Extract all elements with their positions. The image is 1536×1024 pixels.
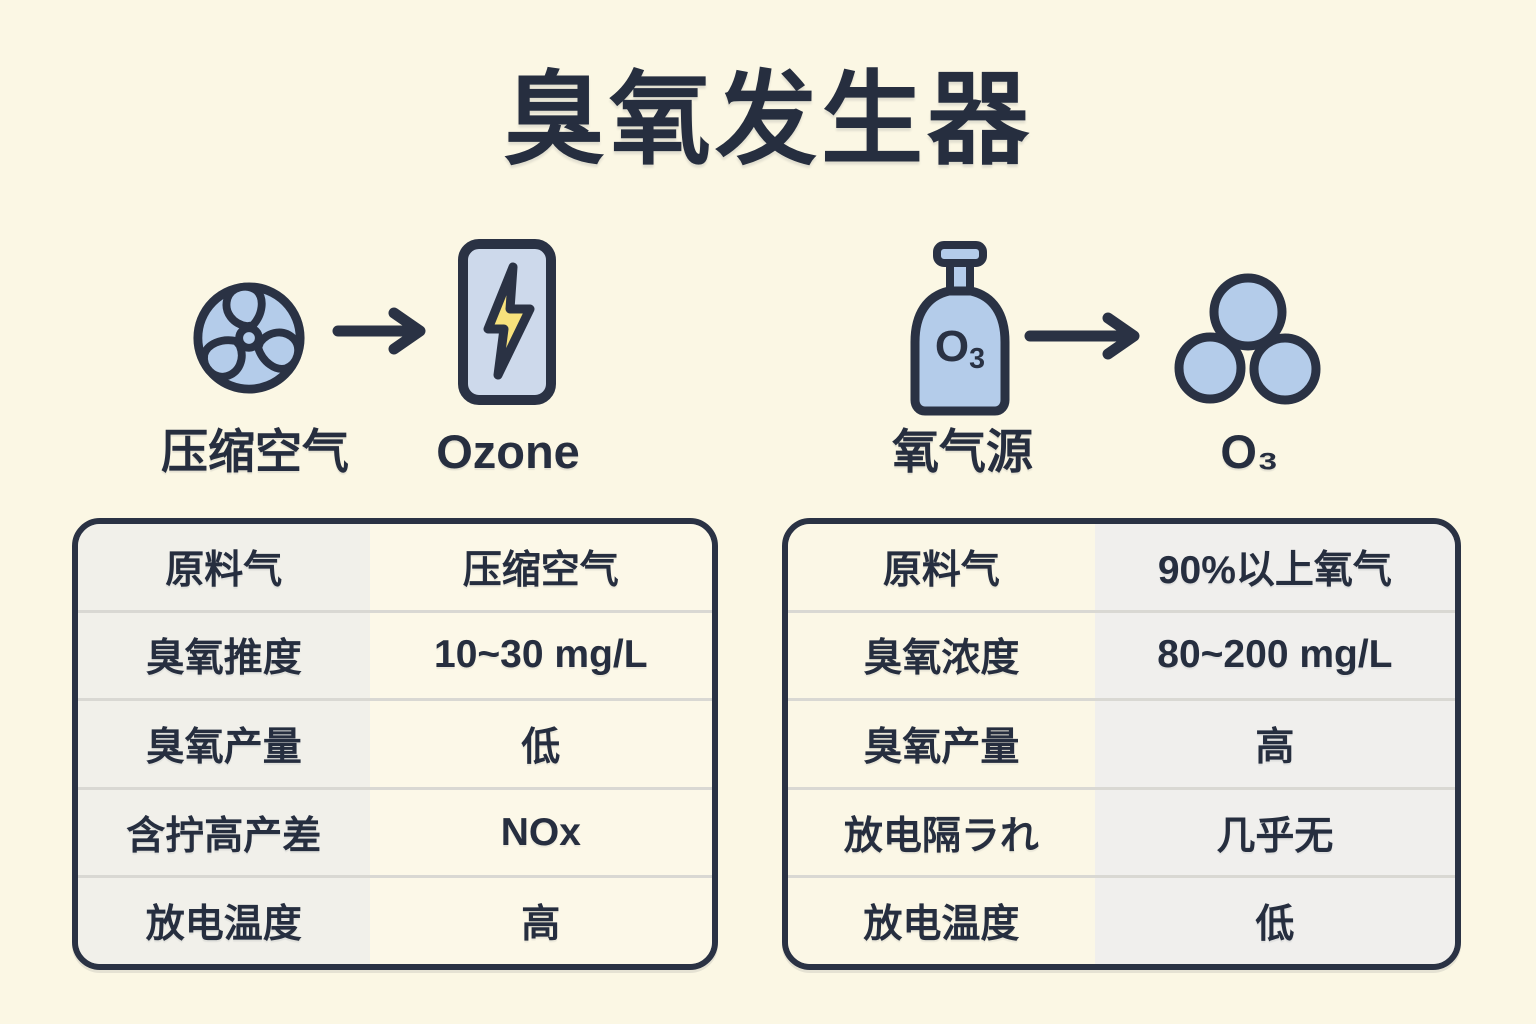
table-row: 原料气 90%以上氧气 — [788, 524, 1455, 610]
row-label: 含拧高产差 — [78, 789, 370, 876]
oxygen-cylinder-icon — [910, 241, 1010, 416]
table-row: 臭氧浓度 80~200 mg/L — [788, 609, 1455, 699]
row-label: 臭氧产量 — [78, 701, 370, 787]
row-value: 压缩空气 — [369, 524, 712, 610]
page-title: 臭氧发生器 — [503, 63, 1033, 177]
table-row: 放电隔ラれ 几乎无 — [788, 786, 1455, 876]
row-label: 臭氧推度 — [78, 612, 370, 699]
spec-table-compressed-air: 原料气 压缩空气 臭氧推度 10~30 mg/L 臭氧产量 低 含拧高产差 NO… — [72, 518, 718, 970]
cylinder-o3-text: O3 — [934, 322, 986, 376]
ozone-generator-icon — [458, 239, 556, 405]
fan-icon — [193, 282, 305, 394]
row-value: 低 — [369, 701, 712, 787]
table-row: 臭氧产量 低 — [78, 698, 712, 787]
row-label: 原料气 — [78, 524, 370, 610]
table-row: 含拧高产差 NOx — [78, 786, 712, 876]
o3-label: O₃ — [1220, 425, 1279, 478]
arrow-right-icon — [332, 307, 426, 355]
ozone-label: Ozone — [436, 425, 580, 478]
row-value: 低 — [1094, 878, 1455, 964]
row-value: 几乎无 — [1094, 789, 1455, 876]
row-label: 放电温度 — [788, 878, 1095, 964]
row-value: 高 — [369, 878, 712, 964]
table-row: 原料气 压缩空气 — [78, 524, 712, 610]
table-row: 臭氧推度 10~30 mg/L — [78, 609, 712, 699]
row-label: 臭氧产量 — [788, 701, 1095, 787]
row-value: 10~30 mg/L — [369, 612, 712, 699]
oxygen-source-label: 氧气源 — [892, 425, 1033, 478]
row-label: 原料气 — [788, 524, 1095, 610]
table-row: 放电温度 低 — [788, 875, 1455, 964]
compressed-air-label: 压缩空气 — [161, 425, 349, 478]
arrow-right-icon — [1024, 312, 1140, 360]
row-label: 臭氧浓度 — [788, 612, 1095, 699]
row-label: 放电隔ラれ — [788, 789, 1095, 876]
table-row: 臭氧产量 高 — [788, 698, 1455, 787]
row-value: 80~200 mg/L — [1094, 612, 1455, 699]
row-value: NOx — [369, 789, 712, 876]
ozone-molecule-icon — [1174, 273, 1321, 405]
row-value: 90%以上氧气 — [1094, 524, 1455, 610]
table-row: 放电温度 高 — [78, 875, 712, 964]
row-value: 高 — [1094, 701, 1455, 787]
row-label: 放电温度 — [78, 878, 370, 964]
spec-table-oxygen-source: 原料气 90%以上氧气 臭氧浓度 80~200 mg/L 臭氧产量 高 放电隔ラ… — [782, 518, 1461, 970]
